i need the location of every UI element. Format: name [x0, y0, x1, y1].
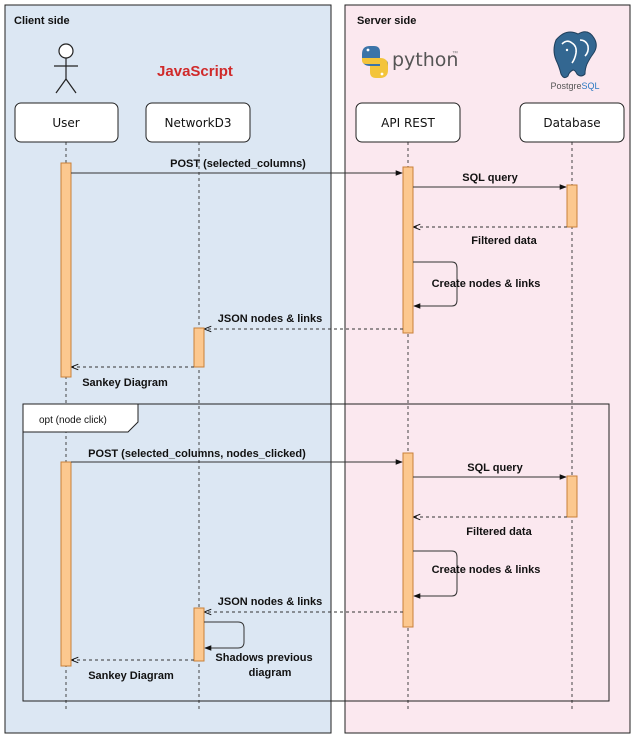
server-side-title: Server side [357, 15, 416, 27]
opt-shadows-label-line1: Shadows previous [215, 652, 312, 664]
participant-user-label: User [52, 116, 79, 130]
opt-shadows-label-line2: diagram [249, 667, 292, 679]
opt-flow: POST (selected_columns, nodes_clicked) S… [71, 448, 567, 682]
msg-create-self-arrow [413, 261, 458, 309]
opt-fragment-label: opt (node click) [39, 415, 107, 426]
msg-sankey-label: Sankey Diagram [82, 377, 168, 389]
postgresql-logo: PostgreSQL [550, 31, 600, 91]
python-logo-text: python [392, 49, 458, 71]
opt-sankey-label: Sankey Diagram [88, 670, 174, 682]
python-logo: python ™ [362, 46, 458, 78]
opt-create-label: Create nodes & links [432, 564, 541, 576]
activation-api-2 [402, 452, 414, 628]
opt-shadows-self-arrow [204, 621, 245, 651]
postgresql-elephant-icon [553, 31, 597, 79]
opt-create-self-arrow [413, 550, 458, 599]
opt-fragment-frame [22, 403, 610, 702]
msg-json-label: JSON nodes & links [218, 313, 323, 325]
python-logo-tm: ™ [452, 50, 458, 57]
msg-create-label: Create nodes & links [432, 278, 541, 290]
participant-api-label: API REST [381, 116, 435, 130]
activation-database-2 [566, 475, 578, 518]
user-actor-icon [54, 43, 78, 94]
opt-json-label: JSON nodes & links [218, 596, 323, 608]
participant-networkd3: NetworkD3 [145, 102, 251, 143]
participant-user: User [14, 102, 119, 143]
opt-sql-label: SQL query [467, 462, 523, 474]
participant-api: API REST [355, 102, 461, 143]
activation-database-1 [566, 184, 578, 228]
participant-networkd3-label: NetworkD3 [165, 116, 232, 130]
activation-user-1 [60, 162, 72, 378]
opt-filtered-label: Filtered data [466, 526, 532, 538]
msg-filtered-label: Filtered data [471, 235, 537, 247]
msg-sql-label: SQL query [462, 172, 518, 184]
activation-networkd3-2 [193, 607, 205, 662]
postgresql-logo-text: PostgreSQL [550, 81, 599, 91]
main-flow: POST (selected_columns) SQL query Filter… [71, 158, 567, 389]
msg-post-label: POST (selected_columns) [170, 158, 306, 170]
activation-user-2 [60, 461, 72, 667]
participant-database-label: Database [543, 116, 600, 130]
javascript-label: JavaScript [157, 63, 233, 80]
activation-api-1 [402, 166, 414, 334]
client-side-title: Client side [14, 15, 70, 27]
opt-fragment-tab [22, 403, 139, 433]
participant-database: Database [519, 102, 625, 143]
activation-networkd3-1 [193, 327, 205, 368]
python-snake-icon [362, 46, 388, 78]
opt-post-label: POST (selected_columns, nodes_clicked) [88, 448, 306, 460]
